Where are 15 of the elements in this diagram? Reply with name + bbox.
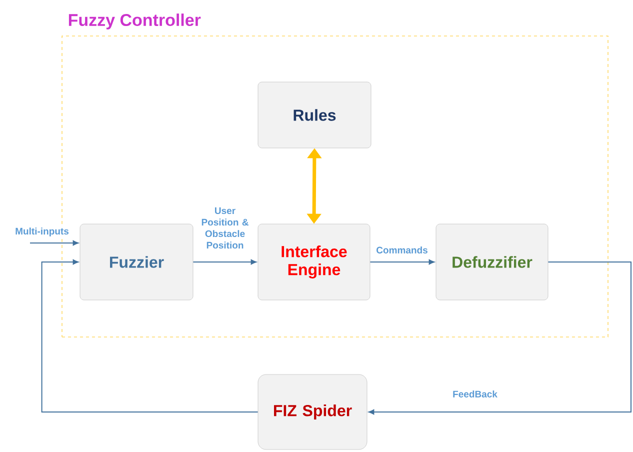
process-box: Rules: [258, 82, 372, 148]
process-box: Fuzzier: [80, 224, 194, 300]
edge-label: User Position & Obstacle Position: [198, 206, 252, 250]
edge-label: FeedBack: [452, 390, 498, 398]
process-box: Interface Engine: [258, 224, 370, 300]
arrow: [192, 259, 256, 265]
process-box: Defuzzifier: [436, 224, 548, 300]
arrow: [41, 259, 258, 412]
arrow: [368, 262, 632, 415]
edge-label: Commands: [375, 246, 429, 254]
title: Fuzzy Controller: [68, 14, 201, 30]
arrow: [370, 259, 434, 265]
edge-label: Multi-inputs: [14, 226, 70, 238]
process-box: FIZ Spider: [258, 374, 368, 450]
arrow: [30, 240, 78, 246]
